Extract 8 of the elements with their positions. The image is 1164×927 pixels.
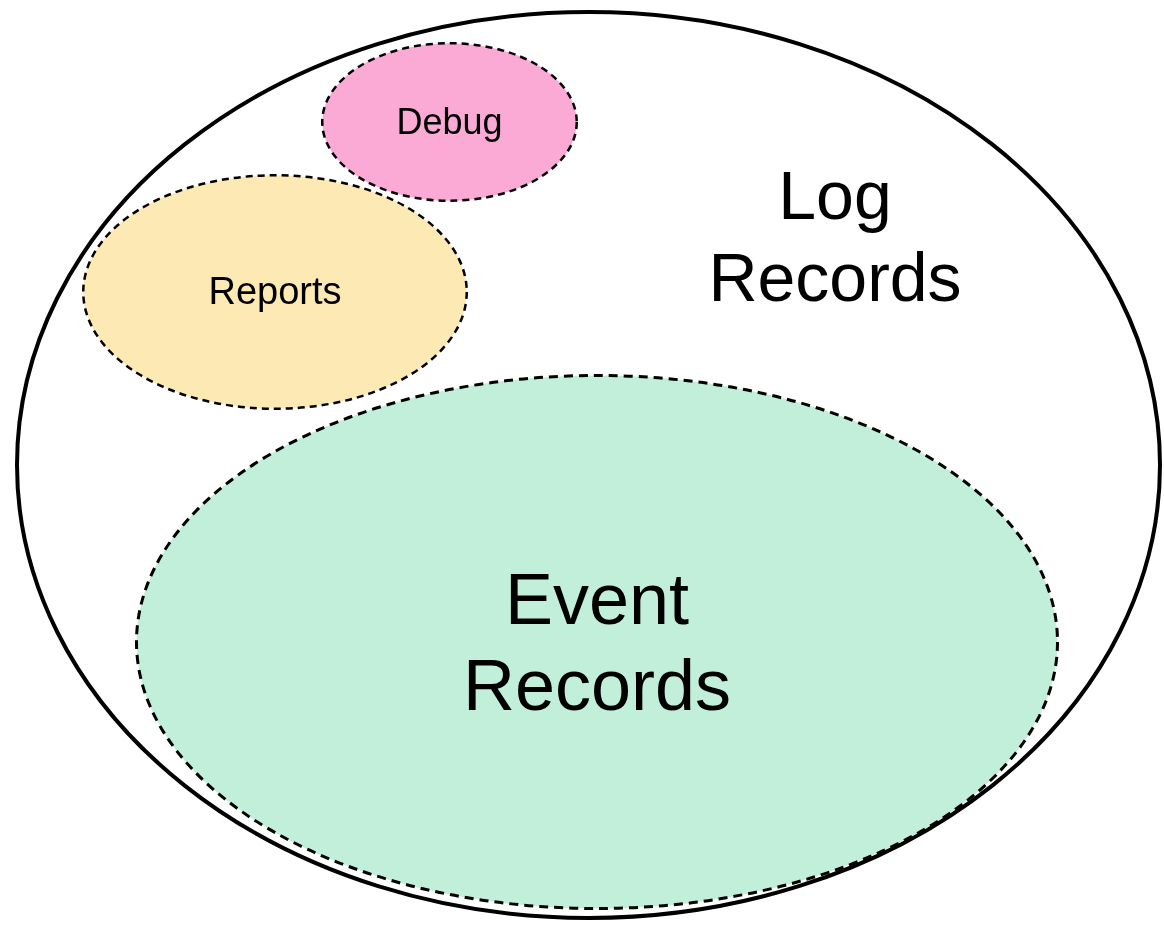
ellipse-region	[321, 42, 578, 202]
region-label: Reports	[207, 269, 343, 315]
region-label: Debug	[395, 100, 504, 144]
region-label: Event Records	[461, 557, 733, 727]
ellipse-region	[135, 374, 1059, 910]
ellipse-region	[82, 174, 468, 410]
ellipse-region	[15, 10, 1162, 920]
region-label: Log Records	[707, 156, 963, 317]
